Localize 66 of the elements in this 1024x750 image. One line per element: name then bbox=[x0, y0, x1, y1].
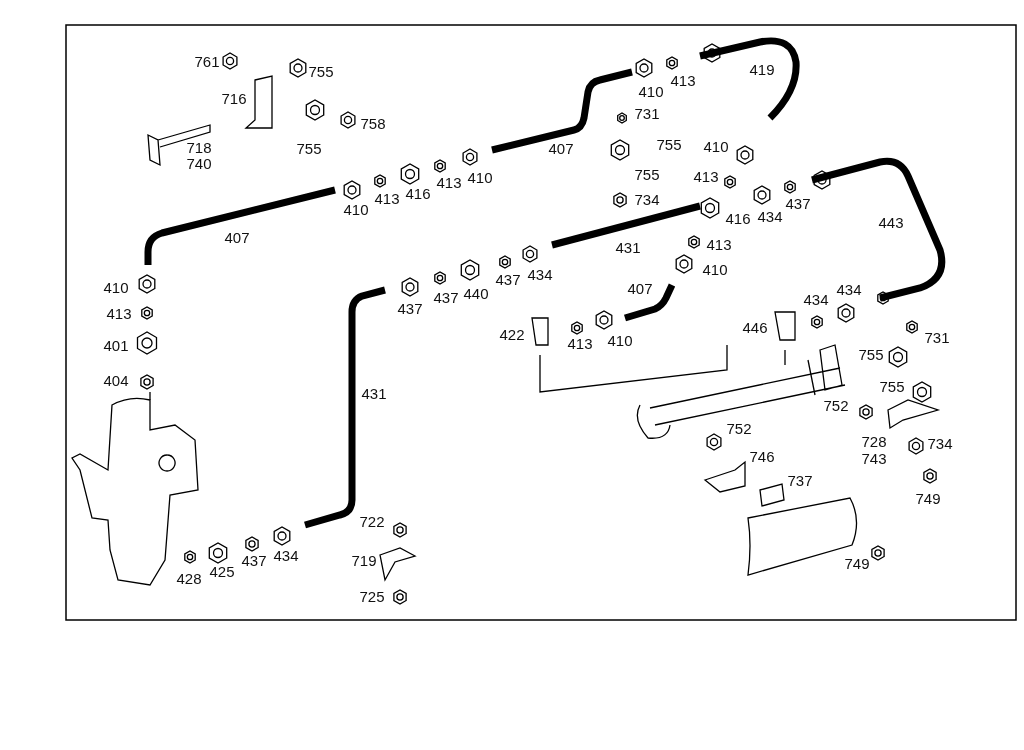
callout-number: 413 bbox=[567, 335, 593, 351]
callout-number: 410 bbox=[467, 169, 493, 185]
callout-number: 716 bbox=[221, 90, 247, 106]
callout-number: 416 bbox=[405, 185, 431, 201]
callout-number: 718 bbox=[186, 139, 212, 155]
callout-number: 443 bbox=[878, 214, 904, 230]
callout-number: 752 bbox=[823, 397, 849, 413]
callout-number: 431 bbox=[361, 385, 387, 401]
callout-number: 413 bbox=[670, 72, 696, 88]
callout-number: 446 bbox=[742, 319, 768, 335]
callout-number: 749 bbox=[844, 555, 870, 571]
callout-number: 410 bbox=[343, 201, 369, 217]
callout-number: 722 bbox=[359, 513, 385, 529]
callout-number: 422 bbox=[499, 326, 525, 342]
callout-number: 755 bbox=[634, 166, 660, 182]
callout-number: 413 bbox=[693, 168, 719, 184]
callout-number: 413 bbox=[106, 305, 132, 321]
callout-number: 425 bbox=[209, 563, 235, 579]
callout-number: 410 bbox=[103, 279, 129, 295]
callout-number: 437 bbox=[397, 300, 423, 316]
callout-number: 740 bbox=[186, 155, 212, 171]
callout-number: 410 bbox=[702, 261, 728, 277]
callout-number: 428 bbox=[176, 570, 202, 586]
callout-number: 755 bbox=[296, 140, 322, 156]
callout-number: 434 bbox=[273, 547, 299, 563]
callout-number: 434 bbox=[527, 266, 553, 282]
callout-number: 434 bbox=[803, 291, 829, 307]
callout-number: 413 bbox=[374, 190, 400, 206]
callout-number: 755 bbox=[308, 63, 334, 79]
callout-number: 419 bbox=[749, 61, 775, 77]
callout-number: 434 bbox=[836, 281, 862, 297]
callout-number: 719 bbox=[351, 552, 377, 568]
callout-number: 437 bbox=[241, 552, 267, 568]
callout-number: 755 bbox=[879, 378, 905, 394]
callout-number: 755 bbox=[656, 136, 682, 152]
callout-number: 410 bbox=[638, 83, 664, 99]
callout-number: 410 bbox=[703, 138, 729, 154]
callout-number: 410 bbox=[607, 332, 633, 348]
callout-number: 734 bbox=[927, 435, 953, 451]
callout-number: 728 bbox=[861, 433, 887, 449]
callout-number: 737 bbox=[787, 472, 813, 488]
callout-number: 413 bbox=[706, 236, 732, 252]
callout-number: 746 bbox=[749, 448, 775, 464]
callout-number: 731 bbox=[634, 105, 660, 121]
callout-number: 731 bbox=[924, 329, 950, 345]
callout-number: 755 bbox=[858, 346, 884, 362]
callout-number: 401 bbox=[103, 337, 129, 353]
callout-number: 416 bbox=[725, 210, 751, 226]
callout-number: 752 bbox=[726, 420, 752, 436]
callout-number: 437 bbox=[495, 271, 521, 287]
callout-number: 437 bbox=[785, 195, 811, 211]
callout-number: 725 bbox=[359, 588, 385, 604]
callout-number: 407 bbox=[548, 140, 574, 156]
callout-number: 407 bbox=[627, 280, 653, 296]
callout-number: 434 bbox=[757, 208, 783, 224]
callout-number: 758 bbox=[360, 115, 386, 131]
callout-number: 761 bbox=[194, 53, 220, 69]
callout-number: 437 bbox=[433, 289, 459, 305]
callout-number: 440 bbox=[463, 285, 489, 301]
callout-number: 734 bbox=[634, 191, 660, 207]
callout-number: 743 bbox=[861, 450, 887, 466]
callout-number: 404 bbox=[103, 372, 129, 388]
callout-number: 413 bbox=[436, 174, 462, 190]
callout-number: 407 bbox=[224, 229, 250, 245]
callout-number: 431 bbox=[615, 239, 641, 255]
callout-number: 749 bbox=[915, 490, 941, 506]
